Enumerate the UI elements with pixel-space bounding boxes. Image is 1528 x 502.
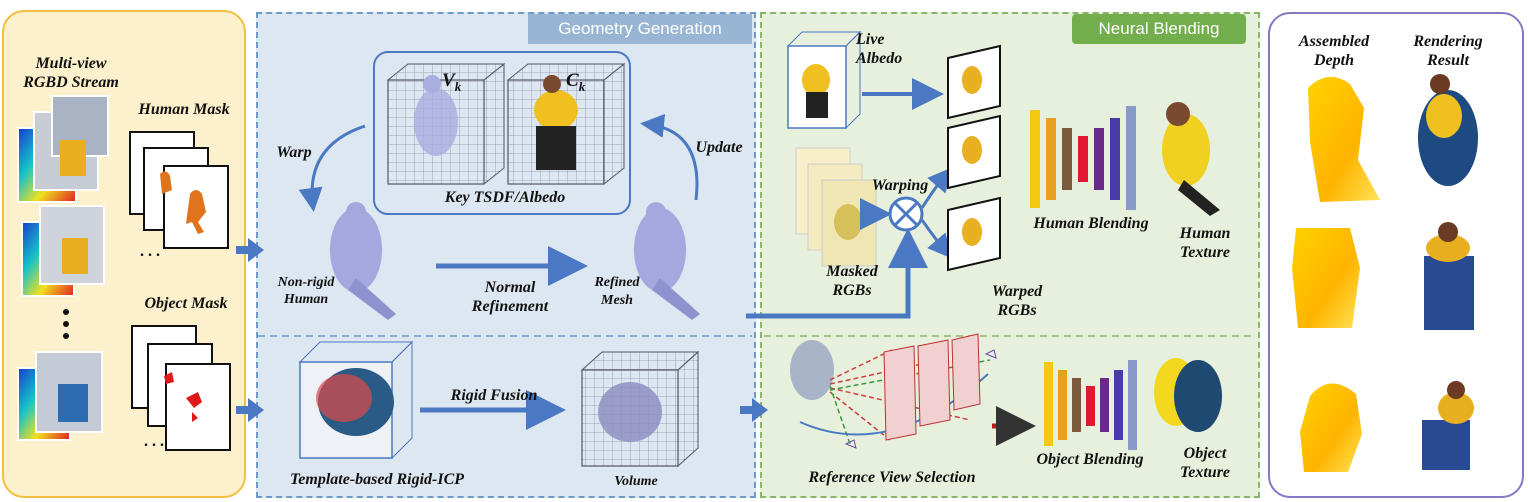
volume-label: Volume	[614, 474, 658, 489]
refined-mesh	[634, 202, 700, 320]
normal-line2: Refinement	[471, 298, 549, 315]
live-line2: Albedo	[856, 50, 903, 67]
human-mask-stack: . . .	[129, 131, 229, 260]
warp-arrow	[298, 124, 366, 212]
update-arrow	[640, 113, 699, 201]
object-texture-line2: Texture	[1179, 464, 1231, 481]
object-texture-label: Object Texture	[1168, 444, 1242, 482]
object-mask-label: Object Mask	[144, 295, 228, 312]
warped-line1: Warped	[991, 283, 1043, 300]
c-subscript: k	[578, 78, 586, 94]
nonrigid-human-mesh	[330, 202, 396, 320]
object-texture-line1: Object	[1183, 445, 1227, 462]
assembled-depth-label: Assembled Depth	[1284, 32, 1384, 70]
svg-text:. . .: . . .	[144, 433, 164, 450]
tsdf-volume-symbol: Vk	[442, 71, 472, 96]
object-blending-network	[1044, 360, 1137, 450]
normal-refinement-label: Normal Refinement	[448, 278, 572, 316]
mesh-to-warping-arrow	[746, 228, 928, 319]
rgbd-stream-frames	[17, 95, 109, 441]
object-texture-figure	[1154, 358, 1222, 432]
template-icp-label: Template-based Rigid-ICP	[289, 471, 465, 488]
update-label: Update	[695, 139, 743, 156]
warping-operator	[888, 196, 924, 232]
normal-line1: Normal	[484, 279, 536, 296]
nonrigid-line2: Human	[283, 292, 329, 307]
rgbd-stream-title: Multi-view RGBD Stream	[12, 54, 130, 92]
human-texture-line1: Human	[1179, 225, 1231, 242]
rgbd-title-line1: Multi-view	[35, 55, 107, 72]
render-line2: Result	[1427, 52, 1469, 69]
v-symbol: V	[442, 70, 455, 91]
warped-rgbs-frames	[947, 44, 1001, 272]
live-albedo-cube	[786, 30, 862, 130]
warp-branch-down	[920, 219, 952, 259]
nonrigid-human-label: Non-rigid Human	[266, 274, 346, 308]
rigid-fusion-label: Rigid Fusion	[450, 387, 538, 404]
geometry-header: Geometry Generation	[528, 14, 752, 44]
arrow-object-in	[236, 398, 264, 422]
fusion-volume-cube	[580, 350, 700, 468]
assembled-depth-images	[1292, 76, 1380, 472]
warping-label: Warping	[871, 177, 929, 194]
refined-line1: Refined	[594, 275, 640, 290]
refined-line2: Mesh	[601, 293, 633, 308]
human-blending-label: Human Blending	[1033, 215, 1149, 232]
warp-branch-up	[920, 167, 952, 209]
human-texture-figure	[1162, 102, 1220, 216]
human-texture-line2: Texture	[1179, 244, 1231, 261]
c-symbol: C	[566, 70, 579, 91]
v-subscript: k	[454, 78, 462, 94]
rendering-result-label: Rendering Result	[1398, 32, 1498, 70]
live-line1: Live	[856, 31, 885, 48]
masked-line1: Masked	[826, 263, 878, 280]
refined-mesh-label: Refined Mesh	[582, 274, 652, 310]
rendering-result-images	[1418, 74, 1478, 470]
object-mask-stack: . . .	[131, 325, 231, 451]
albedo-volume-cube	[506, 62, 626, 186]
arrow-object-to-neural	[740, 398, 768, 422]
masked-rgbs-label: Masked RGBs	[814, 262, 890, 300]
depth-line1: Assembled	[1298, 33, 1370, 50]
object-blending-label: Object Blending	[1036, 451, 1144, 468]
svg-text:. . .: . . .	[140, 243, 160, 260]
albedo-volume-symbol: Ck	[566, 71, 596, 96]
human-blending-network	[1030, 106, 1136, 210]
warp-label: Warp	[276, 144, 312, 161]
warped-line2: RGBs	[997, 302, 1037, 319]
masked-line2: RGBs	[832, 282, 872, 299]
rgbd-title-line2: RGBD Stream	[23, 74, 119, 91]
key-tsdf-label: Key TSDF/Albedo	[444, 189, 566, 206]
arrow-human-in	[236, 238, 264, 262]
masked-rgbs-stack	[795, 147, 877, 267]
human-mask-label: Human Mask	[138, 101, 230, 118]
depth-line2: Depth	[1314, 52, 1354, 69]
human-texture-label: Human Texture	[1168, 224, 1242, 262]
warped-rgbs-label: Warped RGBs	[980, 282, 1054, 320]
reference-view-selection-art	[790, 333, 997, 449]
reference-view-label: Reference View Selection	[808, 469, 976, 486]
render-line1: Rendering	[1413, 33, 1483, 50]
template-icp-cube	[298, 340, 414, 460]
tsdf-volume-cube	[386, 62, 506, 186]
nonrigid-line1: Non-rigid	[277, 275, 335, 290]
live-albedo-label: Live Albedo	[856, 30, 916, 68]
neural-header: Neural Blending	[1072, 14, 1246, 44]
